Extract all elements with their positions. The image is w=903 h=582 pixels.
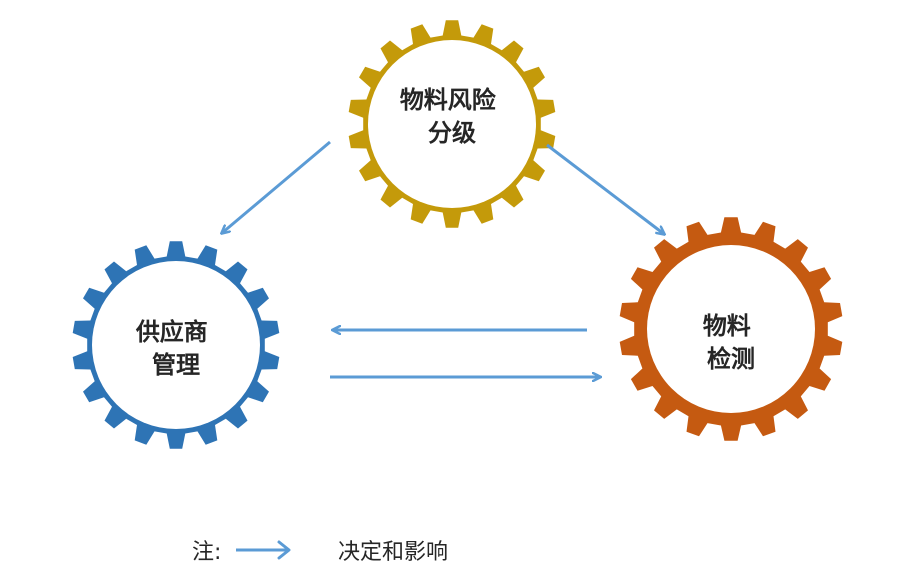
gear-inner-circle xyxy=(368,40,536,208)
arrow-risk-to-supplier xyxy=(222,140,331,233)
gear-risk-grading: 物料风险 分级 xyxy=(348,20,556,228)
gear-inner-circle xyxy=(647,245,815,413)
node-label-line: 物料 xyxy=(703,312,751,340)
svg-text:供应商 管理: 供应商 管理 xyxy=(135,318,216,379)
svg-text:物料 检测: 物料 检测 xyxy=(703,312,759,373)
legend-description: 决定和影响 xyxy=(338,540,449,565)
node-label-line: 分级 xyxy=(428,119,476,147)
legend-arrow-icon xyxy=(236,540,291,560)
gear-supplier-management: 供应商 管理 xyxy=(72,241,280,449)
node-label-line: 检测 xyxy=(707,345,755,373)
legend-note-label: 注: xyxy=(192,540,222,565)
gear-inner-circle xyxy=(92,261,260,429)
svg-text:物料风险 分级: 物料风险 分级 xyxy=(400,86,504,147)
node-label-line: 供应商 xyxy=(135,318,208,346)
node-label-line: 管理 xyxy=(152,351,200,379)
node-label-line: 物料风险 xyxy=(400,86,497,114)
arrow-risk-to-testing xyxy=(546,143,664,234)
gear-material-testing: 物料 检测 xyxy=(619,217,843,441)
